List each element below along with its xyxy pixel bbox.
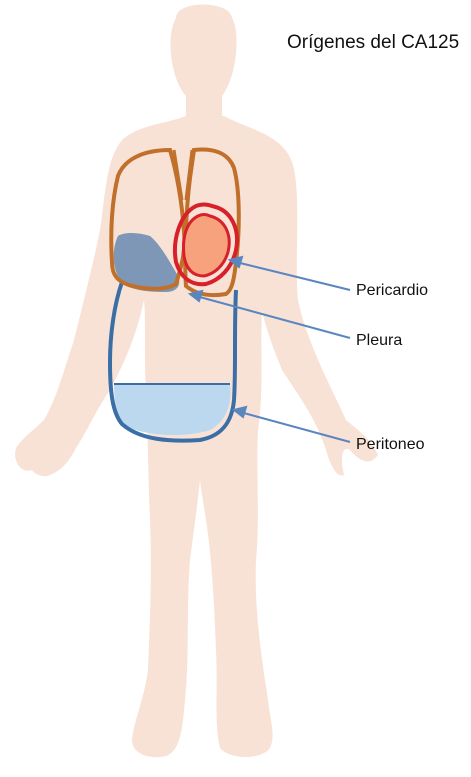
head — [171, 5, 237, 119]
body-silhouette — [15, 5, 378, 758]
label-pleura: Pleura — [356, 332, 402, 350]
ascites-fill — [114, 384, 230, 435]
torso — [15, 116, 378, 757]
diagram-title: Orígenes del CA125 — [287, 32, 459, 54]
label-pericardio: Pericardio — [356, 282, 428, 300]
label-peritoneo: Peritoneo — [356, 436, 425, 454]
